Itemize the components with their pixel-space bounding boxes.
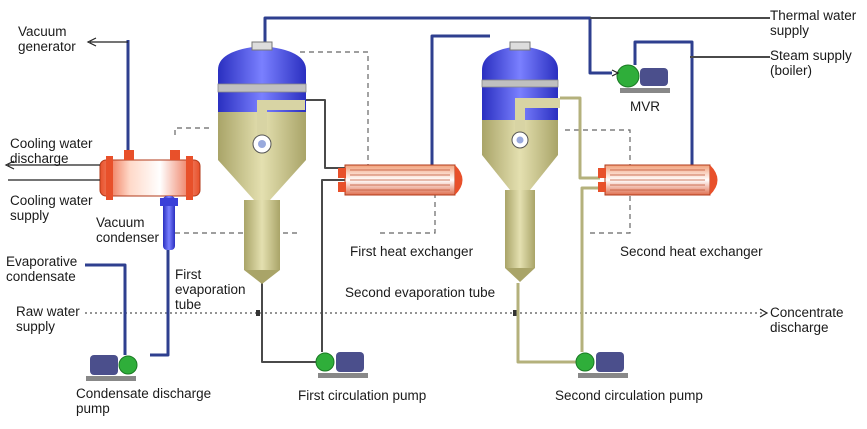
labels: Vacuum generator Cooling water discharge… <box>6 8 860 416</box>
mvr-label: MVR <box>630 99 660 114</box>
evaporative-condensate-label: Evaporative condensate <box>6 254 81 284</box>
vacuum-condenser <box>99 150 201 250</box>
condensate-discharge-pump <box>86 355 138 381</box>
mvr-compressor <box>616 64 670 93</box>
first-evaporation-tube-label: First evaporation tube <box>175 267 249 312</box>
first-heat-exchanger-label: First heat exchanger <box>350 244 474 259</box>
steam-supply-label: Steam supply (boiler) <box>770 48 856 78</box>
first-heat-exchanger <box>338 164 463 196</box>
vapor-dashed-lines <box>174 51 631 234</box>
first-circulation-pump-label: First circulation pump <box>298 388 426 403</box>
second-circulation-pump <box>575 352 628 378</box>
thermal-water-supply-label: Thermal water supply <box>770 8 860 38</box>
first-circulation-pump <box>315 352 368 378</box>
vacuum-generator-label: Vacuum generator <box>18 24 76 54</box>
cooling-water-supply-label: Cooling water supply <box>10 193 96 223</box>
second-circulation-pump-label: Second circulation pump <box>555 388 703 403</box>
second-heat-exchanger-label: Second heat exchanger <box>620 244 763 259</box>
flow-arrows <box>4 37 620 181</box>
cooling-water-discharge-label: Cooling water discharge <box>10 136 96 166</box>
thermal-water-pipes <box>85 16 770 357</box>
concentrate-discharge-label: Concentrate discharge <box>770 305 847 335</box>
raw-water-supply-label: Raw water supply <box>16 304 84 334</box>
raw-water-dotted-line <box>85 308 769 318</box>
second-heat-exchanger <box>598 164 718 196</box>
condensate-discharge-pump-label: Condensate discharge pump <box>76 386 215 416</box>
vacuum-condenser-label: Vacuum condenser <box>96 215 160 245</box>
second-evaporation-tube-label: Second evaporation tube <box>345 285 495 300</box>
second-evaporator <box>481 41 560 282</box>
first-evaporator <box>217 41 307 284</box>
circulation-pipes <box>261 96 600 364</box>
